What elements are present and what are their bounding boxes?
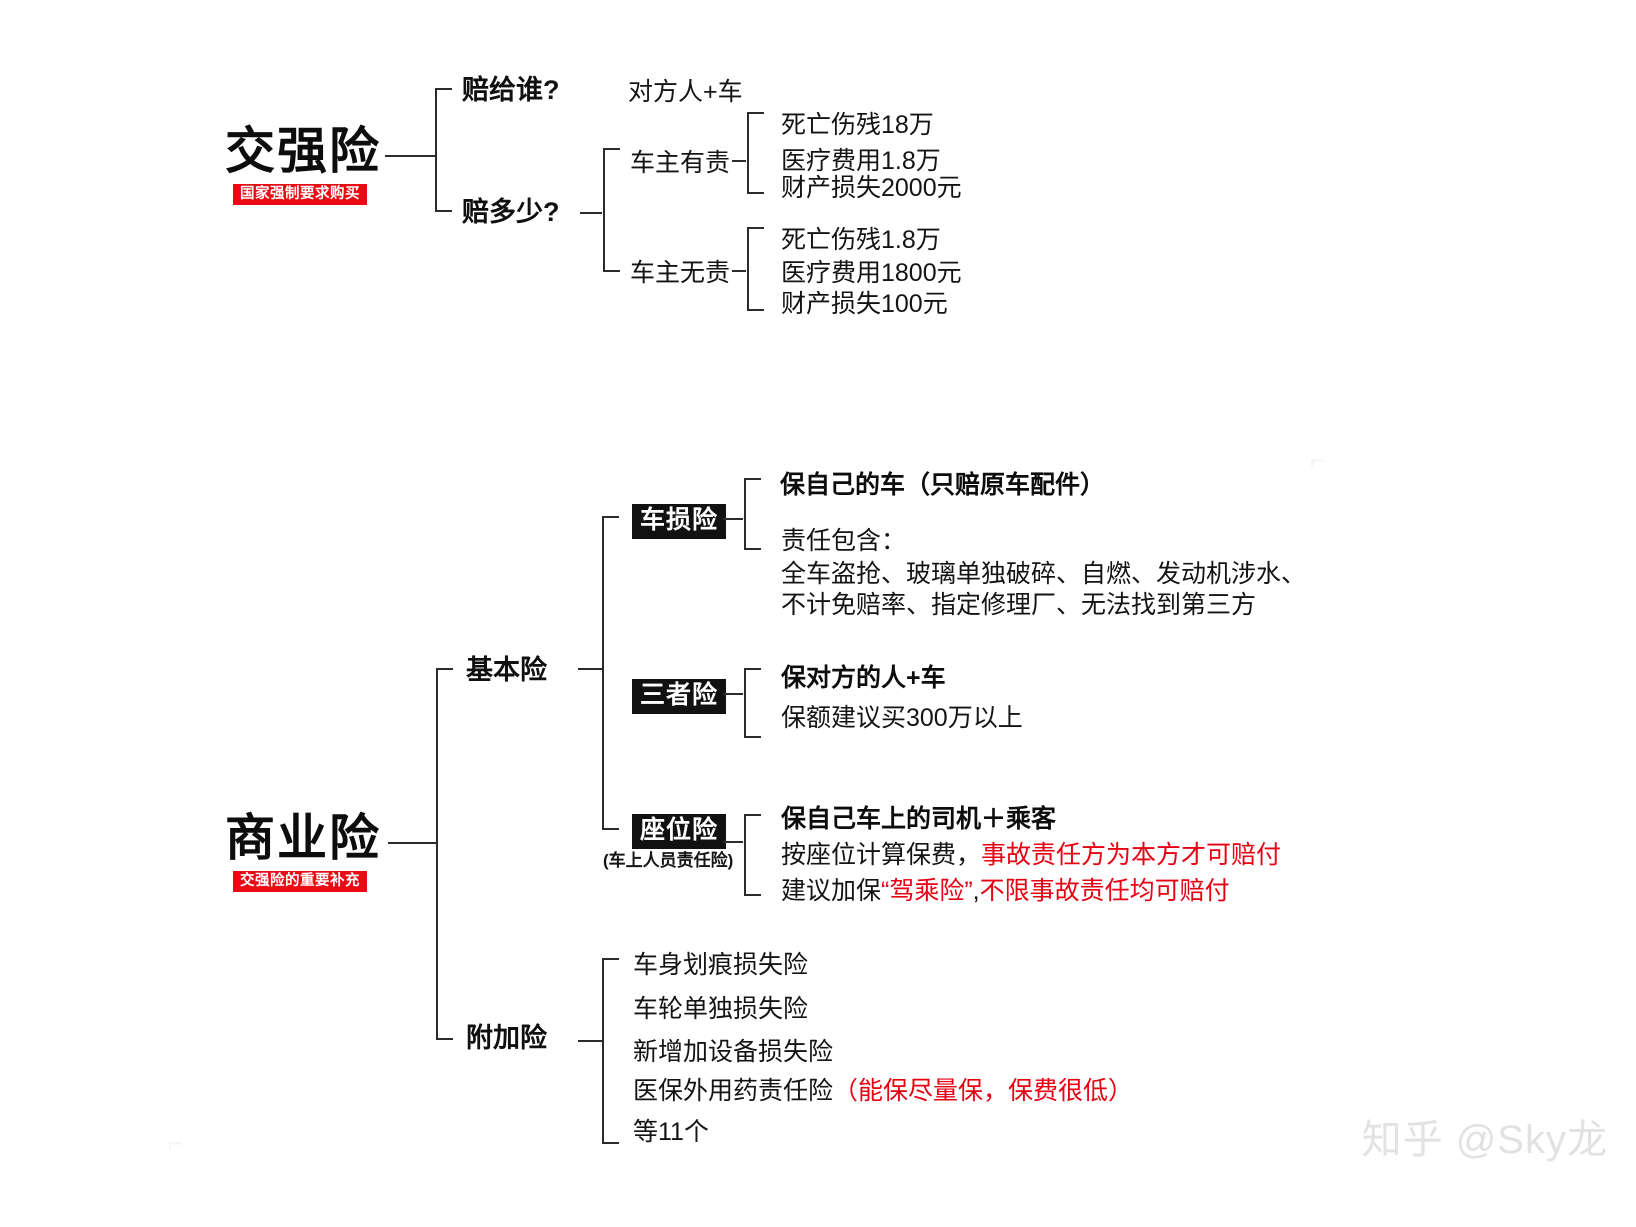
leaf-notliable-medical: 医疗费用1800元 bbox=[781, 259, 962, 287]
bracket-spine bbox=[603, 148, 605, 272]
leaf-addon-scratch: 车身划痕损失险 bbox=[633, 951, 809, 979]
node-compulsory-who-answer: 对方人+车 bbox=[628, 78, 743, 106]
connector-commercial-root-stem bbox=[388, 842, 436, 844]
leaf-cardamage-coverage-line1: 全车盗抢、玻璃单独破碎、自燃、发动机涉水、 bbox=[781, 560, 1307, 588]
leaf-addon-medical-black: 医保外用药责任险 bbox=[633, 1077, 834, 1105]
leaf-seat-headline: 保自己车上的司机＋乘客 bbox=[781, 805, 1057, 833]
node-compulsory-who: 赔给谁? bbox=[462, 75, 560, 105]
bracket-cap-bottom bbox=[436, 1038, 453, 1040]
bracket-cap-bottom bbox=[744, 548, 761, 550]
leaf-addon-more: 等11个 bbox=[633, 1118, 709, 1146]
chip-seat-insurance: 座位险 bbox=[632, 814, 727, 849]
connector-notliable-stem bbox=[732, 270, 746, 272]
connector-howmuch-stem bbox=[580, 212, 602, 214]
leaf-seat-line3: 建议加保“驾乘险”,不限事故责任均可赔付 bbox=[781, 876, 1230, 907]
connector-addon-stem bbox=[578, 1040, 602, 1042]
connector-basic-stem bbox=[578, 668, 602, 670]
bracket-spine bbox=[747, 227, 749, 311]
bracket-spine bbox=[602, 958, 604, 1144]
bracket-cap-top bbox=[744, 814, 761, 816]
leaf-addon-medical: 医保外用药责任险（能保尽量保，保费很低） bbox=[633, 1076, 1133, 1107]
leaf-liable-medical: 医疗费用1.8万 bbox=[781, 147, 941, 175]
leaf-seat-line2-red: 事故责任方为本方才可赔付 bbox=[981, 841, 1282, 869]
leaf-seat-line3-black-b: , bbox=[972, 877, 980, 905]
leaf-seat-line3-red-b: 不限事故责任均可赔付 bbox=[979, 877, 1230, 905]
bracket-cap-top bbox=[602, 516, 619, 518]
scan-artifact-bottom-left: ⌐ bbox=[168, 1128, 184, 1158]
root-badge-commercial: 交强险的重要补充 bbox=[233, 870, 367, 892]
scan-artifact-top-right: ⌐ bbox=[1310, 445, 1326, 475]
bracket-cap-bottom bbox=[744, 894, 761, 896]
bracket-cap-bottom bbox=[747, 309, 764, 311]
watermark: 知乎 @Sky龙 bbox=[1361, 1118, 1608, 1162]
leaf-thirdparty-headline: 保对方的人+车 bbox=[781, 664, 946, 692]
bracket-spine bbox=[744, 814, 746, 896]
chip-third-party-insurance: 三者险 bbox=[632, 679, 727, 714]
bracket-cap-top bbox=[603, 148, 620, 150]
leaf-cardamage-headline: 保自己的车（只赔原车配件） bbox=[780, 471, 1106, 499]
bracket-cap-bottom bbox=[602, 828, 619, 830]
bracket-cap-top bbox=[747, 112, 764, 114]
bracket-cap-bottom bbox=[603, 270, 620, 272]
leaf-liable-death: 死亡伤残18万 bbox=[781, 111, 934, 139]
root-title-compulsory: 交强险 bbox=[225, 123, 381, 179]
leaf-seat-line3-red-a: “驾乘险” bbox=[881, 877, 973, 905]
connector-thirdparty-stem bbox=[723, 693, 743, 695]
leaf-addon-wheel: 车轮单独损失险 bbox=[633, 995, 809, 1023]
bracket-spine bbox=[435, 88, 437, 212]
leaf-notliable-death: 死亡伤残1.8万 bbox=[781, 226, 941, 254]
chip-seat-insurance-subtitle: (车上人员责任险) bbox=[603, 851, 734, 870]
chip-car-damage-insurance: 车损险 bbox=[632, 504, 727, 539]
node-owner-not-liable: 车主无责 bbox=[630, 259, 731, 287]
bracket-cap-bottom bbox=[744, 736, 761, 738]
bracket-cap-top bbox=[435, 88, 452, 90]
node-addon-insurance: 附加险 bbox=[466, 1023, 547, 1053]
bracket-cap-top bbox=[747, 227, 764, 229]
leaf-seat-line3-black-a: 建议加保 bbox=[781, 877, 882, 905]
root-badge-compulsory: 国家强制要求购买 bbox=[233, 183, 367, 205]
node-owner-liable: 车主有责 bbox=[630, 149, 731, 177]
node-compulsory-howmuch: 赔多少? bbox=[462, 197, 560, 227]
bracket-spine bbox=[436, 668, 438, 1040]
bracket-spine bbox=[602, 516, 604, 830]
leaf-addon-equipment: 新增加设备损失险 bbox=[633, 1038, 834, 1066]
bracket-cap-bottom bbox=[747, 192, 764, 194]
leaf-addon-medical-red: （能保尽量保，保费很低） bbox=[833, 1077, 1134, 1105]
bracket-spine bbox=[744, 478, 746, 550]
bracket-cap-top bbox=[436, 668, 453, 670]
bracket-cap-bottom bbox=[602, 1142, 619, 1144]
leaf-cardamage-coverage-title: 责任包含： bbox=[781, 527, 907, 555]
root-node-compulsory: 交强险 国家强制要求购买 bbox=[225, 123, 381, 205]
leaf-cardamage-coverage-line2: 不计免赔率、指定修理厂、无法找到第三方 bbox=[781, 591, 1257, 619]
leaf-liable-property: 财产损失2000元 bbox=[781, 174, 962, 202]
root-title-commercial: 商业险 bbox=[225, 810, 381, 866]
bracket-cap-top bbox=[744, 668, 761, 670]
connector-cardamage-stem bbox=[723, 518, 743, 520]
leaf-seat-line2: 按座位计算保费，事故责任方为本方才可赔付 bbox=[781, 840, 1281, 871]
leaf-notliable-property: 财产损失100元 bbox=[781, 290, 948, 318]
leaf-seat-line2-black: 按座位计算保费， bbox=[781, 841, 982, 869]
bracket-cap-top bbox=[602, 958, 619, 960]
bracket-spine bbox=[744, 668, 746, 738]
node-basic-insurance: 基本险 bbox=[466, 655, 547, 685]
bracket-spine bbox=[747, 112, 749, 194]
connector-seat-stem bbox=[723, 841, 743, 843]
connector-compulsory-root-stem bbox=[385, 155, 435, 157]
root-node-commercial: 商业险 交强险的重要补充 bbox=[225, 810, 381, 892]
leaf-thirdparty-note: 保额建议买300万以上 bbox=[781, 704, 1023, 732]
bracket-cap-bottom bbox=[435, 210, 452, 212]
bracket-cap-top bbox=[744, 478, 761, 480]
connector-liable-stem bbox=[732, 160, 746, 162]
